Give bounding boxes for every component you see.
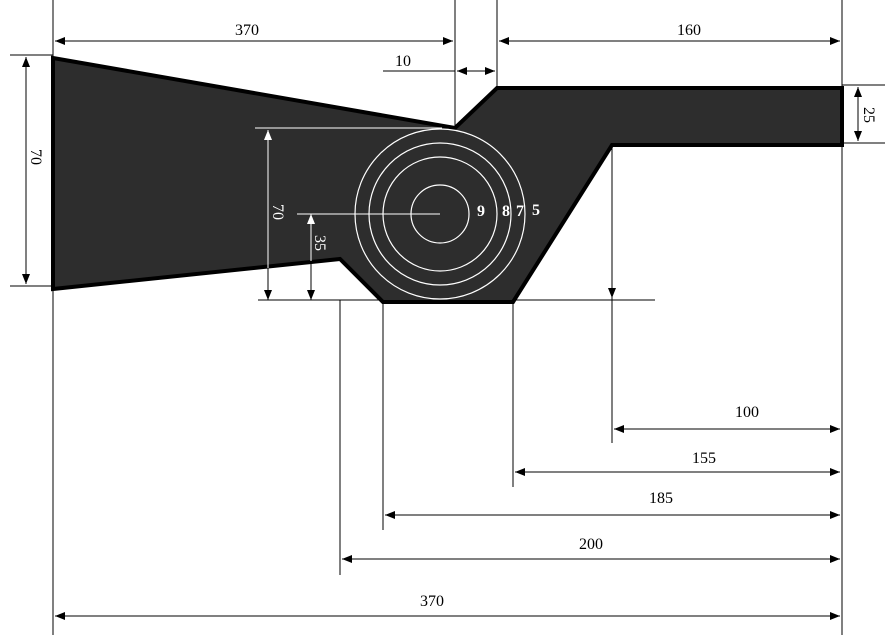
label-inner-height: 70 xyxy=(269,204,286,220)
label-155: 155 xyxy=(692,450,716,467)
dimension-labels: 370 160 10 70 25 70 35 60 100 155 185 20… xyxy=(27,22,877,610)
label-left-height: 70 xyxy=(27,149,44,165)
label-top-gap: 10 xyxy=(395,53,411,70)
label-200: 200 xyxy=(579,536,603,553)
ring-label-8: 8 xyxy=(502,203,510,220)
label-lower-step-height: 35 xyxy=(311,235,328,251)
label-overall-length: 370 xyxy=(420,593,444,610)
ring-label-9: 9 xyxy=(477,203,485,220)
label-right-thickness: 25 xyxy=(860,107,877,123)
label-top-right-length: 160 xyxy=(677,22,701,39)
label-100: 100 xyxy=(735,404,759,421)
ring-label-5: 5 xyxy=(532,202,540,219)
label-185: 185 xyxy=(649,490,673,507)
label-top-left-length: 370 xyxy=(235,22,259,39)
part-profile xyxy=(51,55,844,304)
ring-label-7: 7 xyxy=(516,203,524,220)
dimension-lines xyxy=(22,37,862,620)
label-ramp-height: 60 xyxy=(613,220,630,236)
inner-dimensions xyxy=(255,127,442,300)
